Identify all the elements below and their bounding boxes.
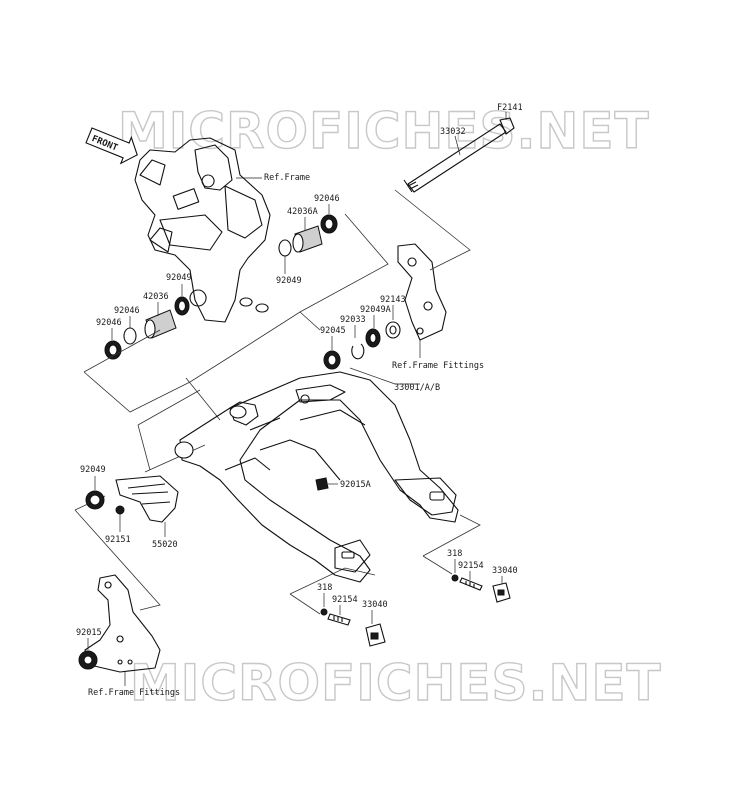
label-42036a: 42036A [287,207,318,217]
label-92154-right: 92154 [458,561,484,571]
label-33040-right: 33040 [492,566,518,576]
seal-92049-low [85,490,105,510]
frame-fitting-right [397,243,447,341]
label-92045: 92045 [320,326,346,336]
right-pivot-parts [323,321,401,370]
label-42036: 42036 [143,292,169,302]
upper-bushing-stack [278,214,338,257]
frame-fitting-left [78,574,161,673]
label-33032: 33032 [440,127,466,137]
chain-guide-55020 [115,475,179,523]
label-92046-a: 92046 [114,306,140,316]
label-92046-b: 92046 [96,318,122,328]
watermark-bottom: MICROFICHES.NET [130,654,662,712]
label-ref-frame-fittings-left: Ref.Frame Fittings [88,688,180,698]
watermark-top: MICROFICHES.NET [118,102,650,160]
label-55020: 55020 [152,540,178,550]
bolt-92015a [315,477,329,491]
exploded-view-guides [74,189,481,615]
label-92143: 92143 [380,295,406,305]
lower-bushing-stack [104,296,190,360]
label-92049-left: 92049 [166,273,192,283]
label-92033: 92033 [340,315,366,325]
label-92049a: 92049A [360,305,391,315]
label-33040-left: 33040 [362,600,388,610]
label-f2141: F2141 [497,103,523,113]
pivot-shaft-33032 [403,117,515,193]
label-92154-left: 92154 [332,595,358,605]
label-92151: 92151 [105,535,131,545]
ref-frame-drawing [134,137,271,323]
adjuster-left [320,608,386,647]
label-92046-top: 92046 [314,194,340,204]
label-318-right: 318 [447,549,462,559]
label-92049-low: 92049 [80,465,106,475]
adjuster-right [451,574,511,603]
label-92049-mid: 92049 [276,276,302,286]
label-ref-frame: Ref.Frame [264,173,310,183]
label-318-left: 318 [317,583,332,593]
swingarm-33001 [174,371,459,583]
label-92015a: 92015A [340,480,371,490]
label-92015: 92015 [76,628,102,638]
label-ref-frame-fittings-right: Ref.Frame Fittings [392,361,484,371]
leader-33032 [454,135,461,156]
label-33001: 33001/A/B [394,383,440,393]
